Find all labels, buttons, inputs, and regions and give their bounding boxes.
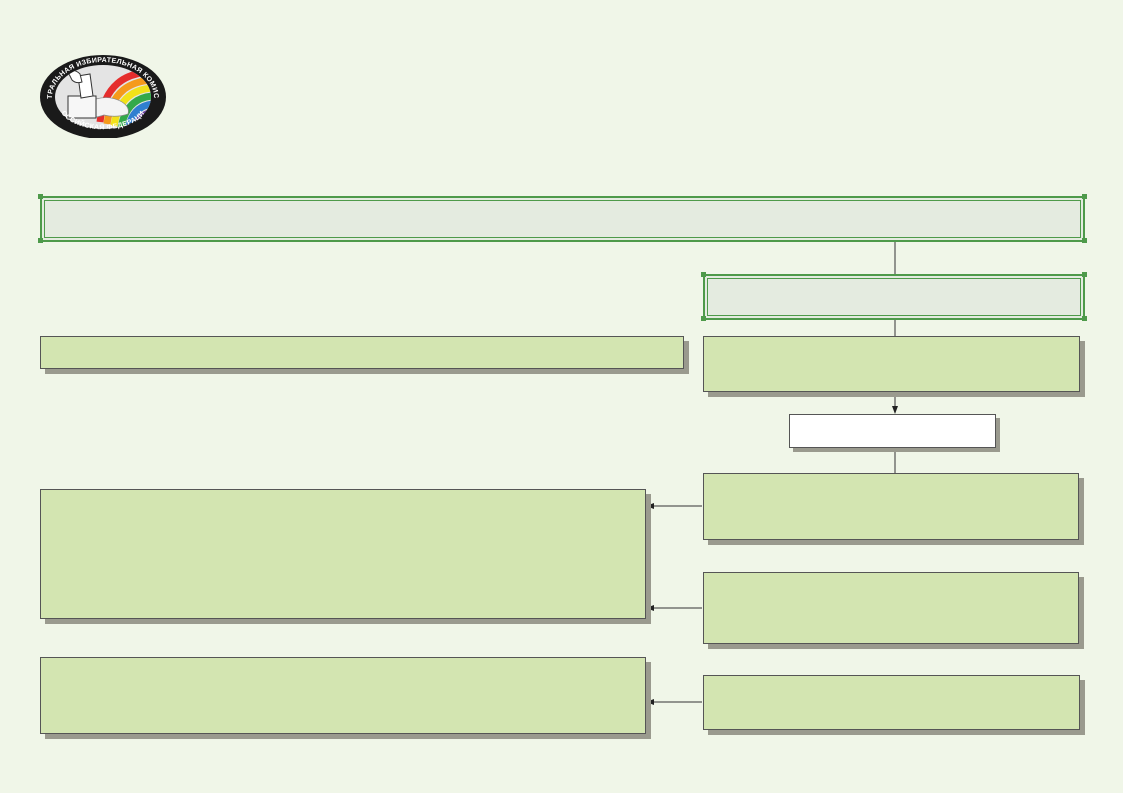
banner-corner-dot [1082,238,1087,243]
center-small-box [789,414,996,448]
right-box-2 [703,473,1079,540]
cik-logo: ЦЕНТРАЛЬНАЯ ИЗБИРАТЕЛЬНАЯ КОМИССИЯ РОССИ… [38,52,166,138]
right-box-3 [703,572,1079,644]
header-corner-dot [1082,272,1087,277]
header-corner-dot [701,316,706,321]
header-corner-dot [701,272,706,277]
right-box-4 [703,675,1080,730]
rainbow-icon [67,68,151,129]
top-banner-box [40,196,1085,242]
left-bottom-box [40,657,646,734]
header-corner-dot [1082,316,1087,321]
banner-corner-dot [38,238,43,243]
right-header-box [703,274,1085,320]
left-strip-box [40,336,684,369]
left-large-box [40,489,646,619]
banner-corner-dot [1082,194,1087,199]
right-box-1 [703,336,1080,392]
banner-corner-dot [38,194,43,199]
